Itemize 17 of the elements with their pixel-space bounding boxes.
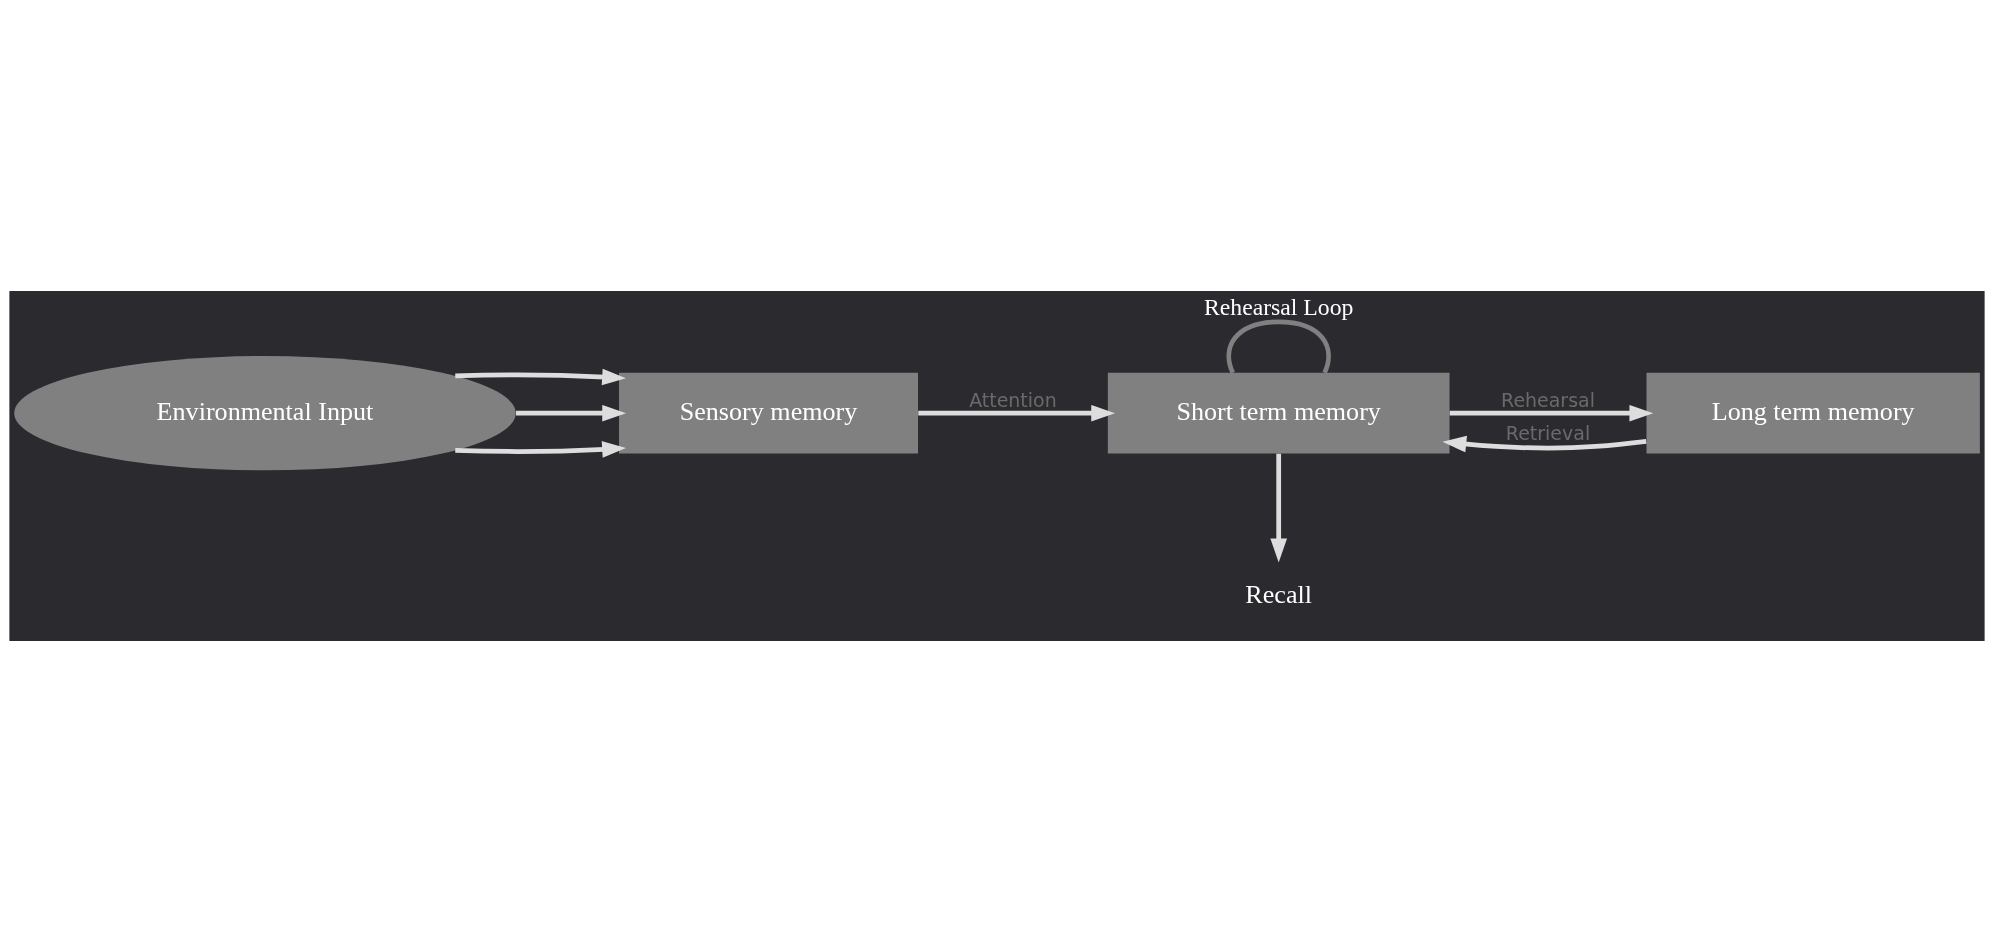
arrow (917, 404, 1115, 422)
node-box: Short term memory (1107, 372, 1450, 454)
connector (1226, 319, 1331, 374)
arrow (1269, 453, 1287, 563)
edge-label: Attention (968, 389, 1057, 412)
node-box: Long term memory (1646, 372, 1980, 454)
node-ellipse: Environmental Input (13, 356, 516, 471)
node-text: Recall (1244, 579, 1312, 609)
node-box: Sensory memory (618, 372, 918, 454)
arrow (454, 441, 626, 458)
arrow (454, 368, 626, 386)
edge-label: Rehearsal Loop (1203, 293, 1353, 320)
edge-label: Rehearsal (1500, 389, 1595, 412)
arrow (1449, 404, 1653, 422)
arrow (515, 404, 626, 422)
arrow (1442, 435, 1646, 453)
edge-label: Retrieval (1505, 422, 1590, 445)
